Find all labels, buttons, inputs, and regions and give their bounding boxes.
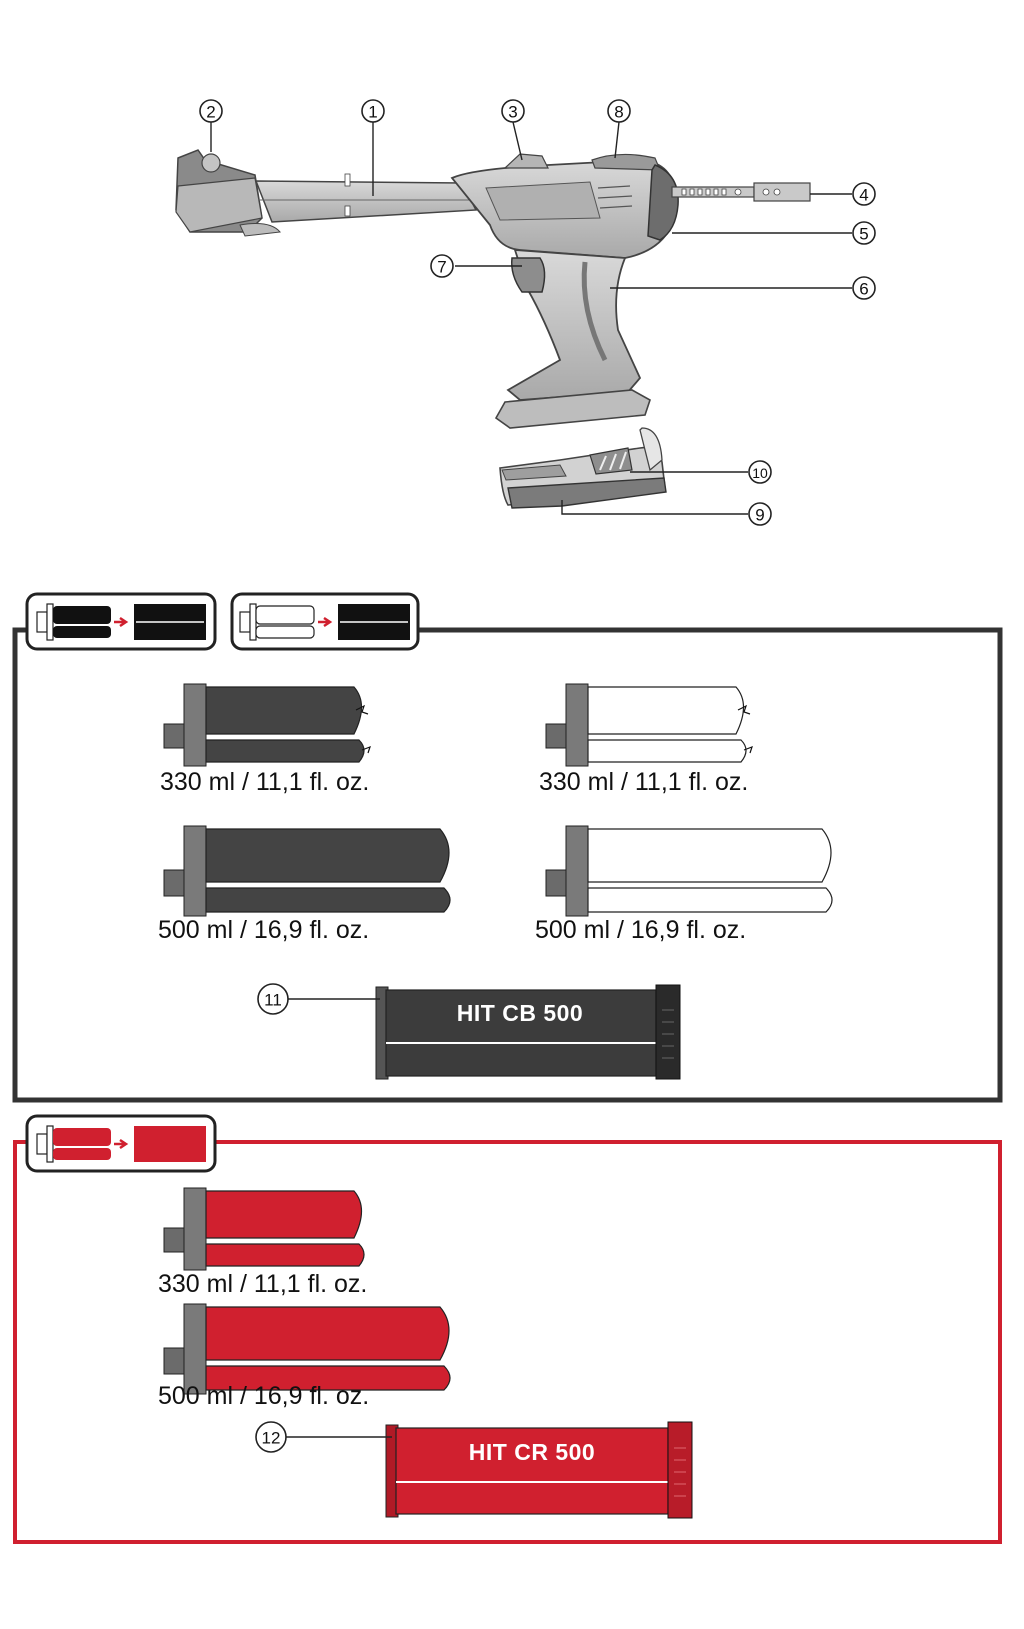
callout-11: 11 <box>257 983 289 1015</box>
svg-text:10: 10 <box>752 465 768 481</box>
callout-2: 2 <box>199 99 223 123</box>
release-rocker <box>503 153 549 169</box>
svg-text:5: 5 <box>859 225 868 244</box>
icon-red-foil-to-red-cassette <box>25 1114 217 1173</box>
svg-text:8: 8 <box>614 103 623 122</box>
callout-6: 6 <box>852 276 876 300</box>
foil-pack-white-500 <box>545 825 833 917</box>
caption-red-500: 500 ml / 16,9 fl. oz. <box>158 1382 369 1410</box>
foil-pack-black-330 <box>163 683 371 767</box>
callout-7: 7 <box>430 254 454 278</box>
callout-3: 3 <box>501 99 525 123</box>
svg-text:4: 4 <box>859 186 868 205</box>
callout-leaders <box>210 121 852 515</box>
callout-9: 9 <box>748 502 772 526</box>
cassette-cb-label: HIT CB 500 <box>457 1000 583 1026</box>
cassette-hit-cb-500: HIT CB 500 <box>375 984 681 1080</box>
callout-1: 1 <box>361 99 385 123</box>
battery-mount <box>494 389 651 429</box>
callout-12: 12 <box>255 1421 287 1453</box>
caption-white-330: 330 ml / 11,1 fl. oz. <box>539 768 748 796</box>
cassette-hit-cr-500: HIT CR 500 <box>385 1421 693 1519</box>
svg-text:9: 9 <box>755 506 764 525</box>
rear-cap <box>647 164 679 241</box>
callout-5: 5 <box>852 221 876 245</box>
trigger <box>510 257 546 293</box>
callout-4: 4 <box>852 182 876 206</box>
foil-pack-white-330 <box>545 683 753 767</box>
caption-white-500: 500 ml / 16,9 fl. oz. <box>535 916 746 944</box>
svg-text:11: 11 <box>264 991 282 1010</box>
battery-pack <box>499 427 667 509</box>
caption-black-500: 500 ml / 16,9 fl. oz. <box>158 916 369 944</box>
red-cassette-section: 330 ml / 11,1 fl. oz. 500 ml / 16,9 fl. … <box>13 1114 1002 1544</box>
svg-text:6: 6 <box>859 280 868 299</box>
svg-text:3: 3 <box>508 103 517 122</box>
black-cassette-section: 330 ml / 11,1 fl. oz. 330 ml / 11,1 fl. … <box>12 592 1003 1103</box>
caption-red-330: 330 ml / 11,1 fl. oz. <box>158 1270 367 1298</box>
cassette-cr-label: HIT CR 500 <box>469 1439 595 1465</box>
svg-text:12: 12 <box>262 1429 281 1448</box>
cartridge-release-knob <box>201 153 221 173</box>
svg-text:7: 7 <box>437 258 446 277</box>
foil-pack-red-500 <box>163 1303 451 1395</box>
svg-text:2: 2 <box>206 103 215 122</box>
icon-black-foil-to-black-cassette <box>25 592 217 651</box>
caption-black-330: 330 ml / 11,1 fl. oz. <box>160 768 369 796</box>
icon-white-foil-to-black-cassette <box>230 592 420 651</box>
led-cover <box>591 153 661 171</box>
callout-10: 10 <box>748 460 772 484</box>
svg-text:1: 1 <box>368 103 377 122</box>
cartridge-sleeve <box>254 180 478 223</box>
piston-rod <box>671 182 811 202</box>
dispenser-tool <box>175 149 811 429</box>
foil-pack-red-330 <box>163 1187 365 1271</box>
callout-8: 8 <box>607 99 631 123</box>
foil-pack-black-500 <box>163 825 451 917</box>
